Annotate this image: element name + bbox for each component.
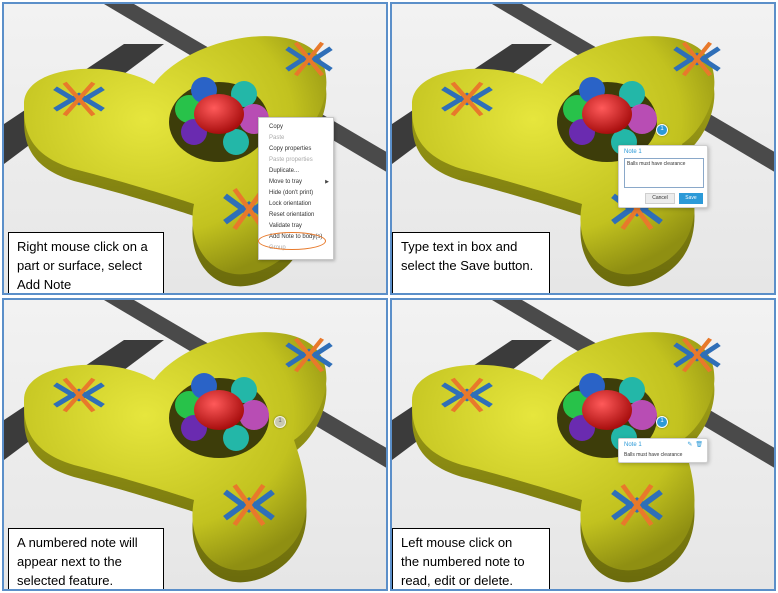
caption-line: select the Save button. bbox=[401, 258, 534, 273]
ctx-item-copy-properties[interactable]: Copy properties bbox=[269, 146, 312, 152]
ctx-item-hide[interactable]: Hide (don't print) bbox=[269, 190, 314, 196]
note-title: Note 1 bbox=[624, 442, 642, 448]
caption-line: A numbered note will bbox=[17, 535, 138, 550]
note-marker[interactable]: 1 bbox=[656, 124, 668, 136]
caption-line: Add Note bbox=[17, 277, 72, 292]
delete-icon[interactable]: 🗑 bbox=[695, 442, 703, 448]
note-text: Balls must have clearance bbox=[624, 452, 683, 458]
ctx-item-copy[interactable]: Copy bbox=[269, 124, 284, 130]
step-panel-4: 1 Note 1 ✎🗑 Balls must have clearance Le… bbox=[390, 298, 776, 591]
note-title: Note 1 bbox=[624, 149, 642, 155]
add-note-highlight bbox=[258, 232, 326, 250]
ctx-item-paste-properties: Paste properties bbox=[269, 157, 313, 163]
ctx-item-paste: Paste bbox=[269, 135, 285, 141]
edit-icon[interactable]: ✎ bbox=[687, 442, 693, 448]
save-button[interactable]: Save bbox=[679, 193, 703, 204]
note-marker[interactable]: 1 bbox=[274, 416, 286, 428]
cancel-button[interactable]: Cancel bbox=[645, 193, 675, 204]
step-panel-1: Copy Paste Copy properties Paste propert… bbox=[2, 2, 388, 295]
ctx-item-reset-orientation[interactable]: Reset orientation bbox=[269, 212, 315, 218]
ctx-item-duplicate[interactable]: Duplicate... bbox=[269, 168, 300, 174]
step-panel-3: 1 A numbered note will appear next to th… bbox=[2, 298, 388, 591]
ctx-item-lock-orientation[interactable]: Lock orientation bbox=[269, 201, 312, 207]
step-caption: Left mouse click on the numbered note to… bbox=[392, 528, 550, 589]
caption-line: Left mouse click on bbox=[401, 535, 513, 550]
caption-line: Type text in box and bbox=[401, 239, 518, 254]
step-panel-2: 1 Note 1 Balls must have clearance Cance… bbox=[390, 2, 776, 295]
note-marker[interactable]: 1 bbox=[656, 416, 668, 428]
step-caption: Right mouse click on a part or surface, … bbox=[8, 232, 164, 293]
step-caption: A numbered note will appear next to the … bbox=[8, 528, 164, 589]
caption-line: read, edit or delete. bbox=[401, 573, 514, 588]
note-view-popup[interactable]: Note 1 ✎🗑 Balls must have clearance bbox=[618, 438, 708, 463]
caption-line: the numbered note to bbox=[401, 554, 525, 569]
note-editor-popup: Note 1 Balls must have clearance Cancel … bbox=[618, 145, 708, 208]
ctx-item-label: Move to tray bbox=[269, 179, 303, 185]
ctx-item-move-to-tray[interactable]: Move to tray ▶ bbox=[259, 177, 333, 188]
caption-line: part or surface, select bbox=[17, 258, 142, 273]
chevron-right-icon: ▶ bbox=[325, 179, 329, 185]
caption-line: Right mouse click on a bbox=[17, 239, 148, 254]
caption-line: selected feature. bbox=[17, 573, 114, 588]
caption-line: appear next to the bbox=[17, 554, 122, 569]
note-text-input[interactable]: Balls must have clearance bbox=[624, 158, 704, 188]
note-tools: ✎🗑 bbox=[684, 441, 703, 448]
ctx-item-validate-tray[interactable]: Validate tray bbox=[269, 223, 302, 229]
step-caption: Type text in box and select the Save but… bbox=[392, 232, 550, 293]
